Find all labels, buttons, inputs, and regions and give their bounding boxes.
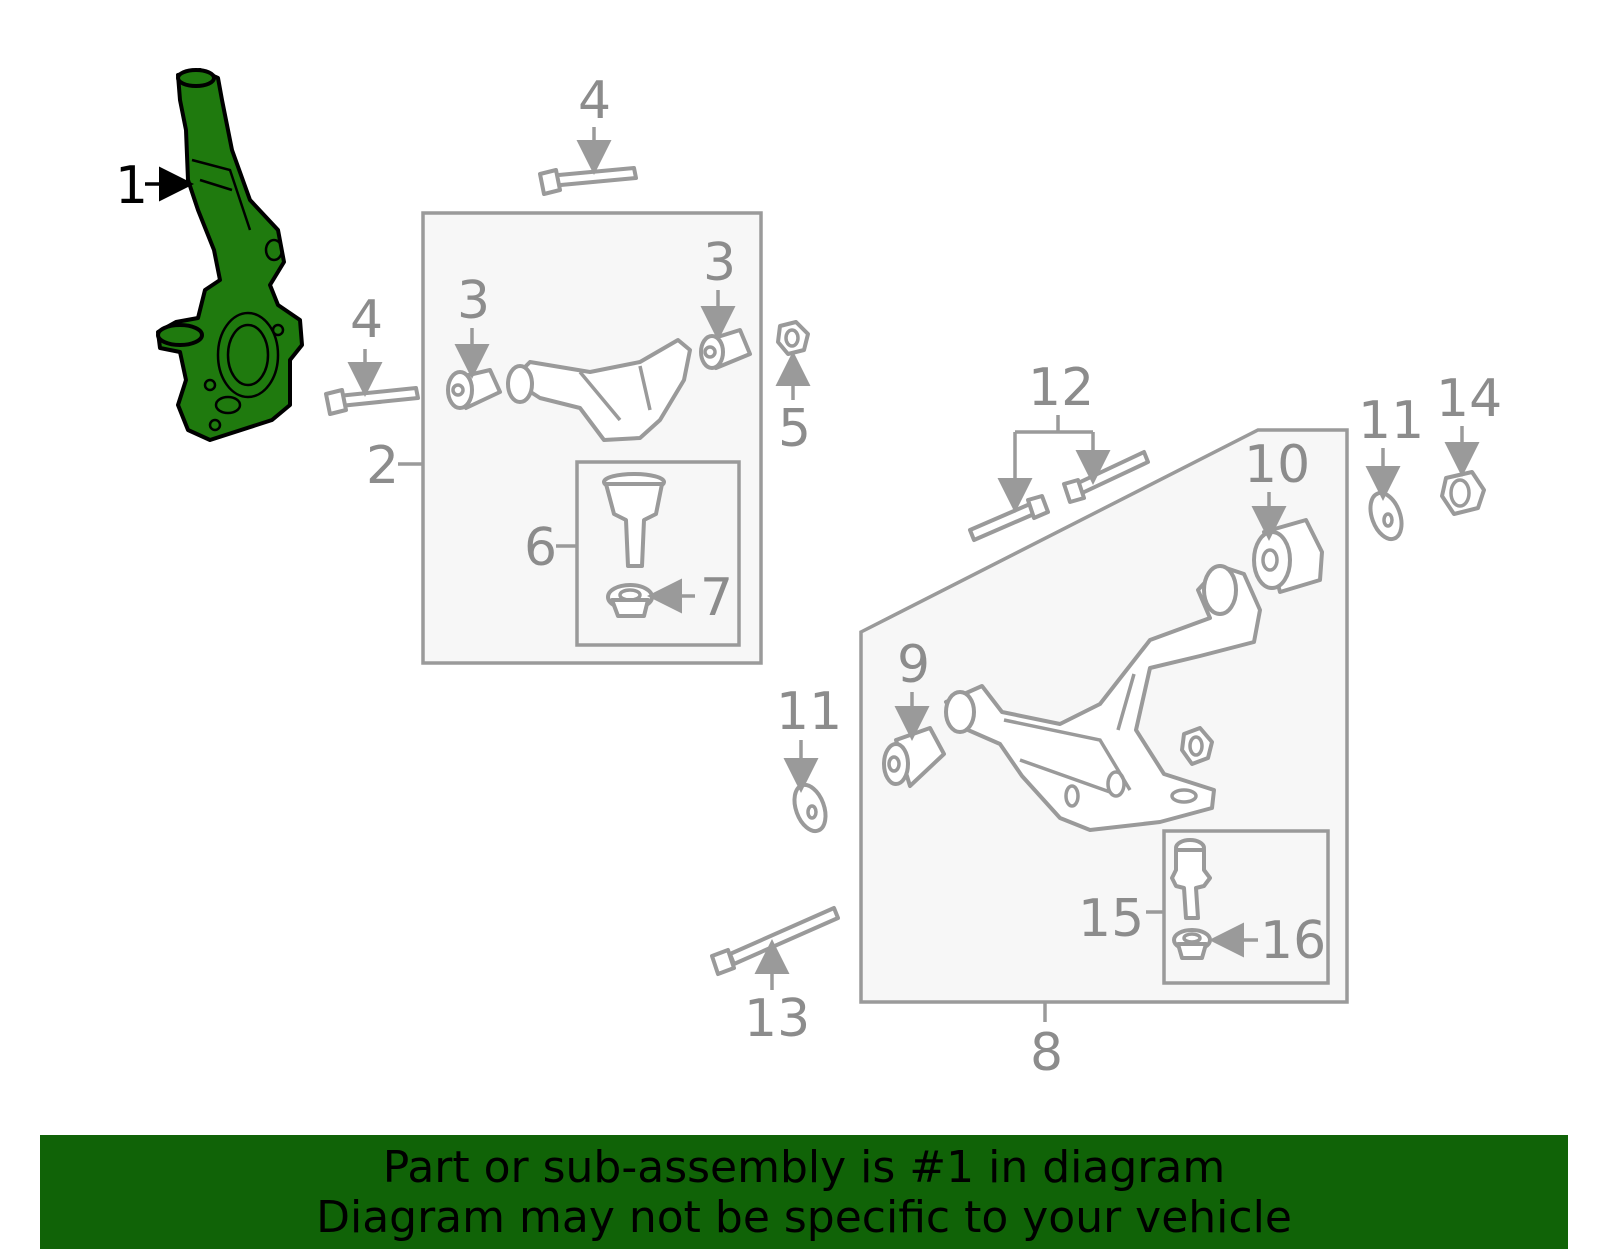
bolt-part-4-top[interactable]: [538, 166, 638, 196]
leader-12: [1013, 415, 1095, 502]
callout-3-left: 3: [457, 271, 490, 331]
callout-4-top: 4: [578, 71, 611, 131]
callout-6: 6: [524, 518, 557, 578]
bolt-part-4-left[interactable]: [324, 386, 420, 416]
callout-12: 12: [1028, 358, 1094, 418]
callout-1: 1: [115, 156, 148, 216]
nut-part-16[interactable]: [1172, 928, 1212, 960]
callout-15: 15: [1078, 889, 1144, 949]
callout-7: 7: [700, 568, 733, 628]
lower-control-arm-part[interactable]: [944, 564, 1262, 832]
upper-control-arm-part[interactable]: [506, 338, 692, 442]
callout-5: 5: [778, 399, 811, 459]
callout-8: 8: [1030, 1023, 1063, 1083]
nut-part-lower-arm[interactable]: [1180, 726, 1214, 766]
banner-line-1: Part or sub-assembly is #1 in diagram: [382, 1142, 1226, 1193]
banner-line-2: Diagram may not be specific to your vehi…: [316, 1192, 1292, 1243]
callout-10: 10: [1244, 435, 1310, 495]
ball-joint-part-6[interactable]: [602, 472, 666, 568]
callout-9: 9: [897, 635, 930, 695]
callout-11-right: 11: [1358, 391, 1424, 451]
bolt-part-12-a[interactable]: [968, 494, 1050, 542]
ball-joint-part-15[interactable]: [1170, 838, 1212, 920]
nut-part-7[interactable]: [606, 583, 654, 618]
info-banner: Part or sub-assembly is #1 in diagram Di…: [40, 1135, 1568, 1249]
nut-part-14[interactable]: [1440, 470, 1486, 516]
washer-part-11-right[interactable]: [1365, 489, 1408, 544]
washer-part-11-left[interactable]: [789, 781, 832, 836]
callout-2: 2: [366, 436, 399, 496]
callout-3-right: 3: [703, 233, 736, 293]
steering-knuckle-part[interactable]: [156, 68, 304, 442]
nut-part-5[interactable]: [776, 320, 810, 356]
callout-13: 13: [744, 989, 810, 1049]
bushing-part-10[interactable]: [1252, 518, 1324, 594]
callout-14: 14: [1436, 369, 1502, 429]
callout-11-left: 11: [776, 682, 842, 742]
callout-16: 16: [1260, 911, 1326, 971]
callout-4-left: 4: [350, 290, 383, 350]
bolt-part-13[interactable]: [710, 906, 840, 976]
